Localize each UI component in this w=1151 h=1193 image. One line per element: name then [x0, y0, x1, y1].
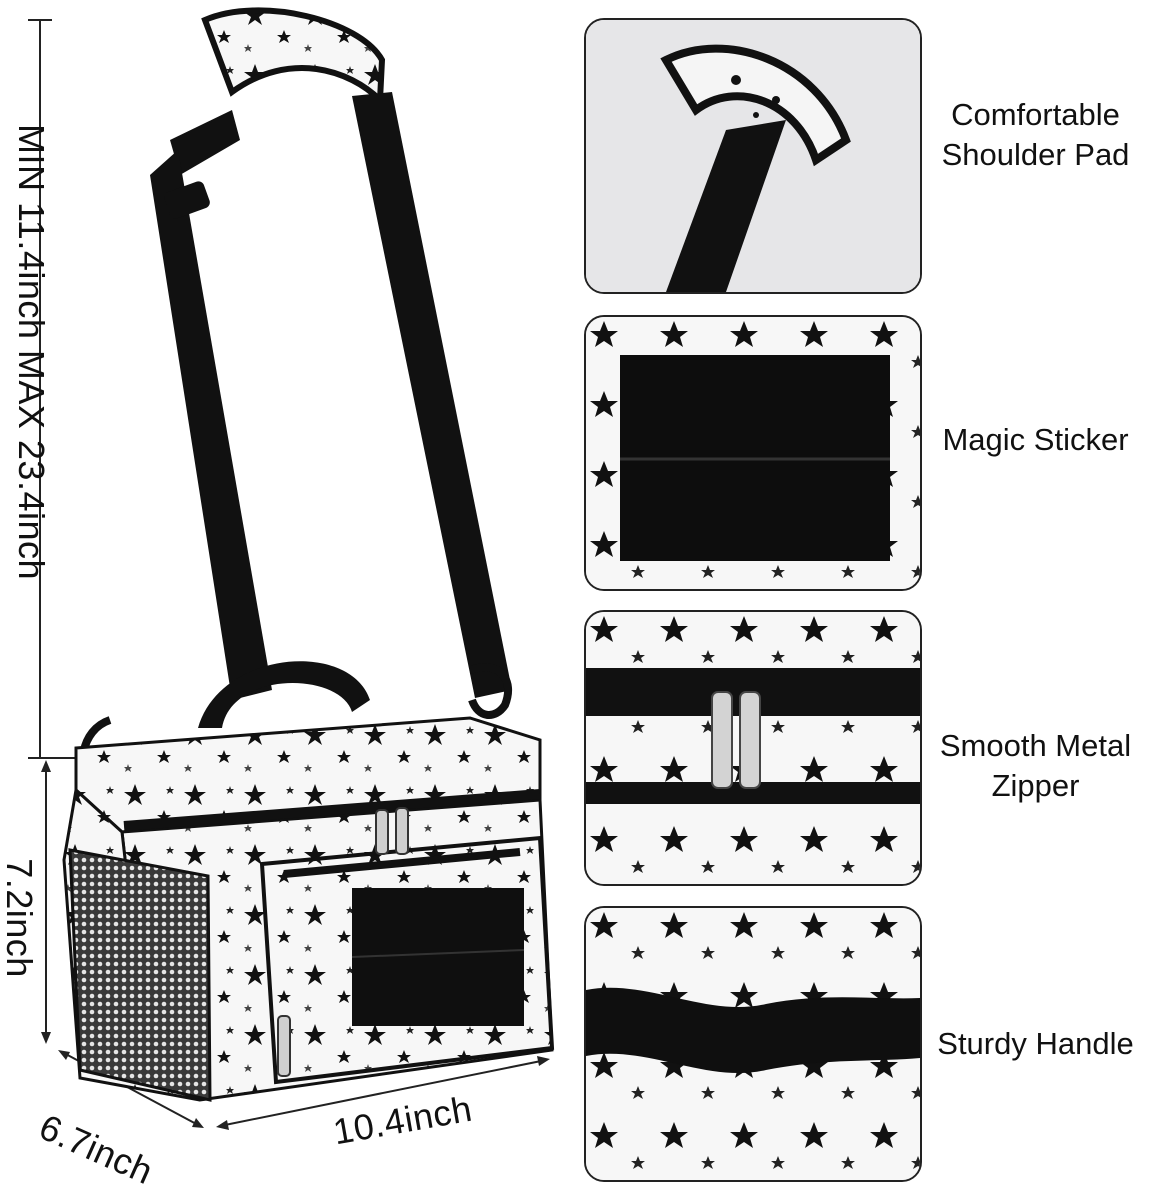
mesh-side-pocket: [68, 848, 212, 1102]
strap-left: [150, 150, 272, 700]
feature-panel-zipper: [584, 610, 922, 886]
lunch-bag-illustration: [62, 7, 555, 1102]
feature-label-magic-sticker: Magic Sticker: [942, 422, 1129, 457]
top-handle: [198, 661, 370, 728]
velcro-patch: [352, 888, 524, 1026]
feature-label-zipper: Smooth Metal Zipper: [939, 728, 1132, 803]
strap-buckle: [164, 181, 210, 219]
feature-panel-magic-sticker: [584, 315, 922, 591]
feature-label-shoulder-pad: Comfortable Shoulder Pad: [941, 97, 1130, 172]
feature-panel-handle: [584, 906, 922, 1182]
feature-label-handle: Sturdy Handle: [937, 1026, 1134, 1061]
shoulder-pad: [201, 7, 386, 107]
feature-panel-shoulder-pad: [584, 18, 922, 294]
handle-photo: [586, 908, 920, 1180]
velcro-patch-photo: [586, 317, 920, 589]
zipper-photo: [586, 612, 920, 884]
strap-right: [352, 92, 512, 698]
shoulder-pad-photo: [586, 20, 920, 292]
